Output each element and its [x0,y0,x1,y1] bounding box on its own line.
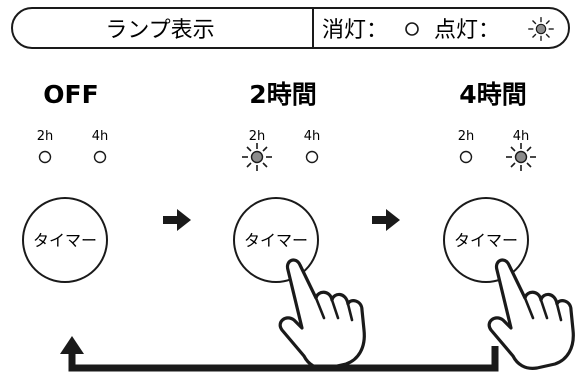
pressing-hand-icon [487,258,575,370]
arrow-right-icon [372,209,400,231]
lamp-4h-off-icon [305,150,319,164]
lamp-2h-on-icon [241,142,273,172]
timer-button[interactable] [22,197,108,283]
legend-off-label: 消灯： [322,18,388,43]
lamp-legend: ランプ表示 消灯： 点灯： [11,7,570,49]
legend-off-lamp-icon [405,22,419,36]
lamp-4h-label: 4h [513,129,530,144]
timer-button-label: タイマー [33,231,97,250]
timer-button-label: タイマー [244,231,308,250]
pressing-hand-icon [278,258,366,370]
legend-frame [11,7,570,49]
legend-title: ランプ表示 [105,18,214,43]
lamp-4h-label: 4h [92,129,109,144]
lamp-2h-off-icon [459,150,473,164]
legend-on-label: 点灯： [434,18,500,43]
lamp-4h-off-icon [93,150,107,164]
panel-4h: 4時間 2h 4h タイマー [443,80,575,370]
arrow-right-icon [163,209,191,231]
timer-button-label: タイマー [454,231,518,250]
lamp-2h-label: 2h [37,129,54,144]
lamp-2h-label: 2h [458,129,475,144]
legend-on-lamp-icon [527,16,555,42]
lamp-4h-label: 4h [304,129,321,144]
mode-title: 2時間 [249,80,316,109]
return-arrow [60,336,499,372]
panel-2h: 2時間 2h 4h タイマー [233,80,366,370]
panel-off: OFF 2h 4h タイマー [22,80,109,283]
mode-title: OFF [43,80,98,109]
mode-title: 4時間 [459,80,526,109]
return-arrow-head-icon [60,336,84,354]
lamp-2h-label: 2h [249,129,266,144]
lamp-4h-on-icon [505,142,537,172]
lamp-2h-off-icon [38,150,52,164]
